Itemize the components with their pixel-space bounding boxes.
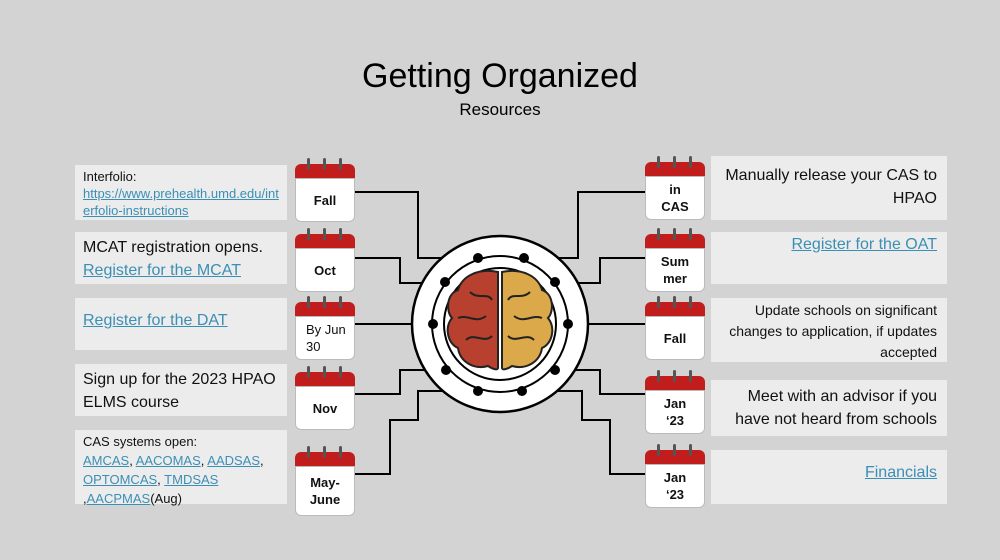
aadsas-link[interactable]: AADSAS xyxy=(207,453,261,468)
calendar-icon: Jan ‘23 xyxy=(645,370,705,434)
calendar-icon: Summer xyxy=(645,228,705,292)
amcas-link[interactable]: AMCAS xyxy=(83,453,130,468)
node-dot xyxy=(473,253,483,263)
box-mcat: MCAT registration opens. Register for th… xyxy=(75,232,287,284)
box-advisor: Meet with an advisor if you have not hea… xyxy=(711,380,947,436)
node-dot xyxy=(550,277,560,287)
advisor-text: Meet with an advisor if you have not hea… xyxy=(735,388,937,428)
box-update-schools: Update schools on significant changes to… xyxy=(711,298,947,362)
box-elms: Sign up for the 2023 HPAO ELMS course xyxy=(75,364,287,416)
node-dot xyxy=(441,365,451,375)
interfolio-link[interactable]: https://www.prehealth.umd.edu/interfolio… xyxy=(83,186,279,218)
calendar-label: May-June xyxy=(295,466,355,516)
connector-right-5 xyxy=(522,390,645,475)
node-dot xyxy=(519,253,529,263)
mcat-label: MCAT registration opens. xyxy=(83,239,263,256)
box-interfolio: Interfolio: https://www.prehealth.umd.ed… xyxy=(75,165,287,220)
node-dot xyxy=(440,277,450,287)
calendar-label: in CAS xyxy=(645,176,705,220)
connector-left-5 xyxy=(355,390,478,475)
page-subtitle: Resources xyxy=(459,100,541,119)
box-oat: Register for the OAT xyxy=(711,232,947,284)
financials-link[interactable]: Financials xyxy=(864,464,937,481)
calendar-label: Nov xyxy=(295,386,355,430)
oat-link[interactable]: Register for the OAT xyxy=(791,236,937,253)
tmdsas-link[interactable]: TMDSAS xyxy=(164,472,219,487)
aacpmas-suffix: (Aug) xyxy=(150,491,182,506)
calendar-icon: in CAS xyxy=(645,156,705,220)
calendar-icon: Nov xyxy=(295,366,355,430)
box-release-cas: Manually release your CAS to HPAO xyxy=(711,156,947,220)
connector-left-4 xyxy=(355,369,446,395)
box-cas-systems: CAS systems open: AMCAS, AACOMAS, AADSAS… xyxy=(75,430,287,506)
node-dot xyxy=(428,319,438,329)
calendar-icon: By Jun 30 xyxy=(295,296,355,360)
cas-systems-links: AMCAS, AACOMAS, AADSAS, OPTOMCAS, TMDSAS… xyxy=(83,453,264,506)
interfolio-label: Interfolio: xyxy=(83,169,137,184)
box-dat: Register for the DAT xyxy=(75,298,287,350)
aacomas-link[interactable]: AACOMAS xyxy=(135,453,201,468)
calendar-label: Fall xyxy=(645,316,705,360)
cas-systems-label: CAS systems open: xyxy=(83,434,198,449)
calendar-label: Oct xyxy=(295,248,355,292)
optomcas-link[interactable]: OPTOMCAS xyxy=(83,472,158,487)
release-cas-text: Manually release your CAS to HPAO xyxy=(725,167,937,207)
node-dot xyxy=(473,386,483,396)
calendar-icon: Fall xyxy=(295,158,355,222)
calendar-label: By Jun 30 xyxy=(295,316,355,360)
calendar-label: Fall xyxy=(295,178,355,222)
mcat-link[interactable]: Register for the MCAT xyxy=(83,262,241,279)
aacpmas-link[interactable]: AACPMAS xyxy=(86,491,151,506)
calendar-label: Jan ‘23 xyxy=(645,390,705,434)
calendar-icon: May-June xyxy=(295,446,355,516)
calendar-label: Jan ‘23 xyxy=(645,464,705,508)
calendar-label: Summer xyxy=(645,248,705,292)
dat-link[interactable]: Register for the DAT xyxy=(83,312,228,329)
calendar-icon: Jan ‘23 xyxy=(645,444,705,508)
box-financials: Financials xyxy=(711,450,947,504)
node-dot xyxy=(563,319,573,329)
node-dot xyxy=(517,386,527,396)
calendar-icon: Oct xyxy=(295,228,355,292)
node-dot xyxy=(550,365,560,375)
brain-icon xyxy=(446,270,554,371)
elms-text: Sign up for the 2023 HPAO ELMS course xyxy=(83,371,276,411)
calendar-icon: Fall xyxy=(645,296,705,360)
page-title: Getting Organized xyxy=(362,57,638,95)
update-schools-text: Update schools on significant changes to… xyxy=(729,302,937,360)
connector-right-4 xyxy=(555,369,645,395)
